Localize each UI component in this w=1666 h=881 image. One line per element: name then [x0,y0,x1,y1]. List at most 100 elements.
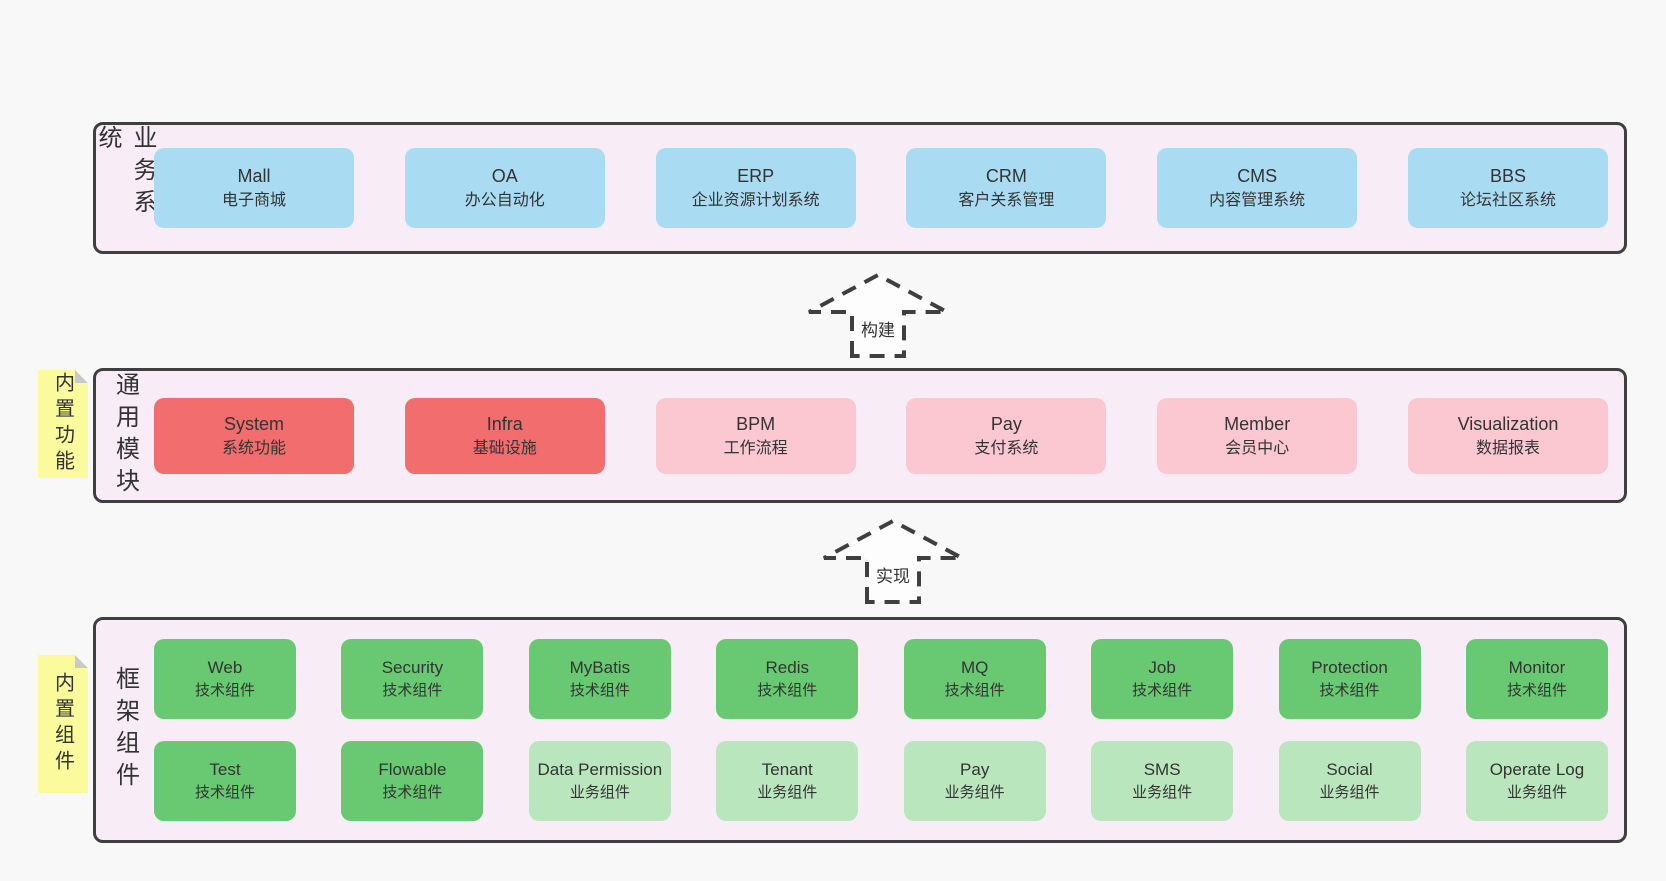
box-subtitle: 支付系统 [974,439,1039,457]
box-title: Monitor [1508,657,1566,677]
box-subtitle: 会员中心 [1225,439,1290,457]
box-job: Job 技术组件 [1091,639,1234,719]
sticky-note-text: 内置功能 [51,372,74,476]
box-title: SMS [1143,759,1181,779]
box-subtitle: 技术组件 [569,681,630,699]
folded-corner-icon [75,370,88,383]
box-subtitle: 系统功能 [221,439,286,457]
box-subtitle: 业务组件 [757,783,818,801]
box-subtitle: 技术组件 [1132,681,1193,699]
box-title: Security [381,657,444,677]
box-mq: MQ 技术组件 [903,639,1046,719]
box-social: Social 业务组件 [1278,741,1421,821]
box-redis: Redis 技术组件 [716,639,859,719]
build-arrow-label: 构建 [861,321,895,340]
box-subtitle: 基础设施 [472,439,537,457]
box-subtitle: 数据报表 [1475,439,1540,457]
box-subtitle: 技术组件 [1506,681,1567,699]
implement-arrow-label: 实现 [876,567,910,586]
box-title: Member [1224,413,1291,434]
box-bpm: BPM 工作流程 [655,397,856,474]
band-business-systems: 业务系统 Mall 电子商城 OA 办公自动化 ERP 企业资源计划系统 CRM… [93,122,1627,254]
box-tenant: Tenant 业务组件 [716,741,859,821]
build-arrow: 构建 [806,272,950,358]
box-title: Pay [990,413,1022,434]
sticky-note-builtin-components: 内置组件 [38,655,88,793]
box-title: Data Permission [537,759,663,779]
box-title: System [223,413,284,434]
box-subtitle: 客户关系管理 [958,192,1055,210]
box-subtitle: 业务组件 [1506,783,1567,801]
up-arrow-icon [808,272,948,358]
box-title: Test [209,759,241,779]
box-subtitle: 技术组件 [194,783,255,801]
box-data-permission: Data Permission 业务组件 [528,741,671,821]
box-member: Member 会员中心 [1157,397,1358,474]
implement-arrow: 实现 [821,518,965,604]
band-label-framework-components: 框架组件 [111,666,139,794]
box-title: ERP [737,166,775,187]
box-title: CRM [985,166,1027,187]
box-title: Tenant [761,759,813,779]
box-mybatis: MyBatis 技术组件 [528,639,671,719]
folded-corner-icon [75,655,88,668]
box-pay-component: Pay 业务组件 [903,741,1046,821]
box-title: OA [491,166,518,187]
components-row-1: Web 技术组件 Security 技术组件 MyBatis 技术组件 Redi… [154,639,1608,719]
box-bbs: BBS 论坛社区系统 [1407,148,1608,228]
box-subtitle: 业务组件 [1132,783,1193,801]
box-subtitle: 技术组件 [1319,681,1380,699]
box-subtitle: 论坛社区系统 [1459,192,1556,210]
box-title: MQ [960,657,989,677]
box-infra: Infra 基础设施 [404,397,605,474]
box-subtitle: 技术组件 [194,681,255,699]
sticky-note-text: 内置组件 [51,672,74,776]
box-operate-log: Operate Log 业务组件 [1465,741,1608,821]
box-pay-module: Pay 支付系统 [906,397,1107,474]
box-subtitle: 业务组件 [944,783,1005,801]
box-subtitle: 技术组件 [944,681,1005,699]
box-title: Protection [1311,657,1388,677]
box-title: BBS [1489,166,1526,187]
band-common-modules: 通用模块 System 系统功能 Infra 基础设施 BPM 工作流程 Pay… [93,368,1627,503]
business-systems-boxes: Mall 电子商城 OA 办公自动化 ERP 企业资源计划系统 CRM 客户关系… [154,125,1624,251]
box-title: CMS [1237,166,1278,187]
box-subtitle: 企业资源计划系统 [691,192,820,210]
box-title: Web [207,657,243,677]
framework-components-grid: Web 技术组件 Security 技术组件 MyBatis 技术组件 Redi… [154,620,1624,840]
components-row-2: Test 技术组件 Flowable 技术组件 Data Permission … [154,741,1608,821]
box-title: Job [1148,657,1176,677]
box-title: Flowable [378,759,447,779]
common-modules-boxes: System 系统功能 Infra 基础设施 BPM 工作流程 Pay 支付系统… [154,371,1624,500]
box-subtitle: 业务组件 [1319,783,1380,801]
box-subtitle: 办公自动化 [464,192,545,210]
sticky-note-builtin-features: 内置功能 [38,370,88,478]
band-label-common-modules: 通用模块 [111,371,139,500]
box-test: Test 技术组件 [154,741,296,821]
band-label-business-systems: 业务系统 [94,125,156,221]
box-subtitle: 技术组件 [757,681,818,699]
box-subtitle: 技术组件 [382,783,443,801]
box-subtitle: 业务组件 [569,783,630,801]
box-crm: CRM 客户关系管理 [906,148,1107,228]
box-flowable: Flowable 技术组件 [341,741,484,821]
box-subtitle: 电子商城 [221,192,286,210]
box-title: Redis [765,657,809,677]
box-web: Web 技术组件 [154,639,296,719]
box-visualization: Visualization 数据报表 [1407,397,1608,474]
box-title: Infra [486,413,523,434]
box-title: Mall [237,166,271,187]
box-title: Pay [960,759,990,779]
box-subtitle: 工作流程 [723,439,788,457]
box-title: Operate Log [1489,759,1585,779]
box-oa: OA 办公自动化 [404,148,605,228]
up-arrow-icon [823,518,963,604]
box-subtitle: 技术组件 [382,681,443,699]
band-framework-components: 框架组件 Web 技术组件 Security 技术组件 MyBatis 技术组件… [93,617,1627,843]
box-protection: Protection 技术组件 [1278,639,1421,719]
box-system: System 系统功能 [154,397,354,474]
box-sms: SMS 业务组件 [1091,741,1234,821]
box-erp: ERP 企业资源计划系统 [655,148,856,228]
box-title: Visualization [1457,413,1559,434]
